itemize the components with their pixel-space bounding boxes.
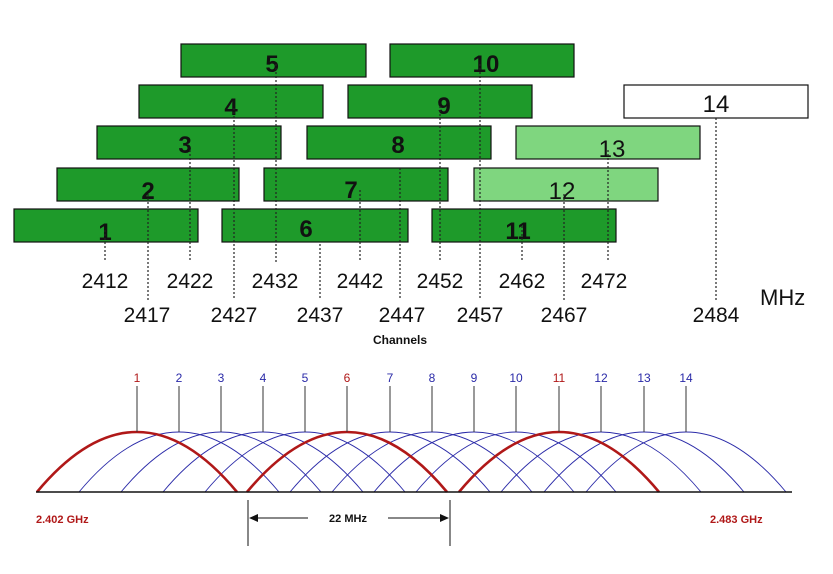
channel-arc-number-4: 4 <box>260 371 267 385</box>
freq-label-2484: 2484 <box>693 304 740 327</box>
freq-label-2462: 2462 <box>499 270 546 293</box>
start-frequency-label: 2.402 GHz <box>36 514 89 526</box>
freq-label-2467: 2467 <box>541 304 588 327</box>
channel-block-label-7: 7 <box>344 177 357 204</box>
channel-block-1: 1 <box>13 208 199 246</box>
channel-arc-4 <box>162 431 364 493</box>
channel-block-rect-14 <box>623 84 809 119</box>
channel-block-label-3: 3 <box>178 132 191 159</box>
channel-block-label-5: 5 <box>265 51 278 78</box>
channel-block-label-13: 13 <box>599 136 626 163</box>
channel-block-label-4: 4 <box>224 94 238 121</box>
channel-block-10: 10 <box>389 43 575 78</box>
channel-block-label-10: 10 <box>473 51 500 78</box>
channel-block-3: 3 <box>96 125 282 160</box>
channels-title: Channels <box>373 333 427 347</box>
channel-block-rect-3 <box>96 125 282 160</box>
freq-label-2412: 2412 <box>82 270 129 293</box>
freq-label-2417: 2417 <box>124 304 171 327</box>
freq-label-2457: 2457 <box>457 304 504 327</box>
channel-block-label-1: 1 <box>98 219 111 246</box>
channel-block-11: 11 <box>431 208 617 245</box>
channel-arc-10 <box>415 431 617 493</box>
channel-arc-3 <box>120 431 322 493</box>
freq-label-2447: 2447 <box>379 304 426 327</box>
channel-block-14: 14 <box>623 84 809 119</box>
channel-block-label-6: 6 <box>299 216 312 243</box>
channel-block-6: 6 <box>221 208 409 243</box>
channel-arc-5 <box>204 431 406 493</box>
channel-block-rect-10 <box>389 43 575 78</box>
channel-block-label-14: 14 <box>703 91 730 118</box>
channel-arc-2 <box>78 431 280 493</box>
channel-block-rect-6 <box>221 208 409 243</box>
channel-block-8: 8 <box>306 125 492 160</box>
channel-arc-8 <box>331 431 533 493</box>
channel-block-rect-7 <box>263 167 449 202</box>
channel-block-rect-5 <box>180 43 367 78</box>
channel-block-label-9: 9 <box>437 93 450 120</box>
channel-arc-13 <box>543 431 745 493</box>
channel-block-rect-4 <box>138 84 324 119</box>
channel-arc-11 <box>458 430 660 493</box>
frequency-drop-lines <box>104 64 717 300</box>
channel-block-rect-11 <box>431 208 617 243</box>
channel-arc-number-6: 6 <box>344 371 351 385</box>
channel-arc-number-14: 14 <box>679 371 693 385</box>
channel-arc-14 <box>585 431 787 493</box>
unit-label: MHz <box>760 285 805 310</box>
channel-arc-number-3: 3 <box>218 371 225 385</box>
freq-label-2422: 2422 <box>167 270 214 293</box>
channel-arc-9 <box>373 431 575 493</box>
channel-arc-number-13: 13 <box>637 371 651 385</box>
channel-arc-6 <box>246 430 448 493</box>
channel-arc-number-5: 5 <box>302 371 309 385</box>
channel-block-label-2: 2 <box>141 178 154 205</box>
freq-label-2442: 2442 <box>337 270 384 293</box>
channel-block-13: 13 <box>515 125 701 163</box>
freq-label-2427: 2427 <box>211 304 258 327</box>
channel-arcs <box>36 386 787 493</box>
freq-label-2472: 2472 <box>581 270 628 293</box>
width-arrowhead-right <box>440 514 449 522</box>
freq-label-2452: 2452 <box>417 270 464 293</box>
channel-arc-number-9: 9 <box>471 371 478 385</box>
channel-arc-number-10: 10 <box>509 371 523 385</box>
channel-width-indicator: 22 MHz <box>247 500 451 546</box>
frequency-labels-lower: 2417 2427 2437 2447 2457 2467 2484 <box>124 304 740 327</box>
channel-block-12: 12 <box>473 167 659 205</box>
channel-arc-number-1: 1 <box>134 371 141 385</box>
end-frequency-label: 2.483 GHz <box>710 514 763 526</box>
frequency-labels-upper: 2412 2422 2432 2442 2452 2462 2472 <box>82 270 628 293</box>
channel-block-rect-8 <box>306 125 492 160</box>
channel-block-4: 4 <box>138 84 324 121</box>
channel-block-7: 7 <box>263 167 449 204</box>
channel-arc-12 <box>500 431 702 493</box>
channel-block-5: 5 <box>180 43 367 78</box>
channel-arc-number-7: 7 <box>387 371 394 385</box>
channel-arc-1 <box>36 430 238 493</box>
channel-arc-number-12: 12 <box>594 371 608 385</box>
width-arrowhead-left <box>249 514 258 522</box>
channel-block-label-12: 12 <box>549 178 576 205</box>
channel-arc-7 <box>289 431 491 493</box>
freq-label-2437: 2437 <box>297 304 344 327</box>
channel-arc-number-8: 8 <box>429 371 436 385</box>
channel-block-rect-1 <box>13 208 199 243</box>
channel-arc-number-11: 11 <box>553 371 566 385</box>
freq-label-2432: 2432 <box>252 270 299 293</box>
channel-block-label-8: 8 <box>391 132 404 159</box>
channel-block-label-11: 11 <box>505 218 530 245</box>
channel-arc-number-2: 2 <box>176 371 183 385</box>
channel-block-rect-12 <box>473 167 659 202</box>
channel-block-rect-13 <box>515 125 701 160</box>
width-label: 22 MHz <box>329 513 367 525</box>
